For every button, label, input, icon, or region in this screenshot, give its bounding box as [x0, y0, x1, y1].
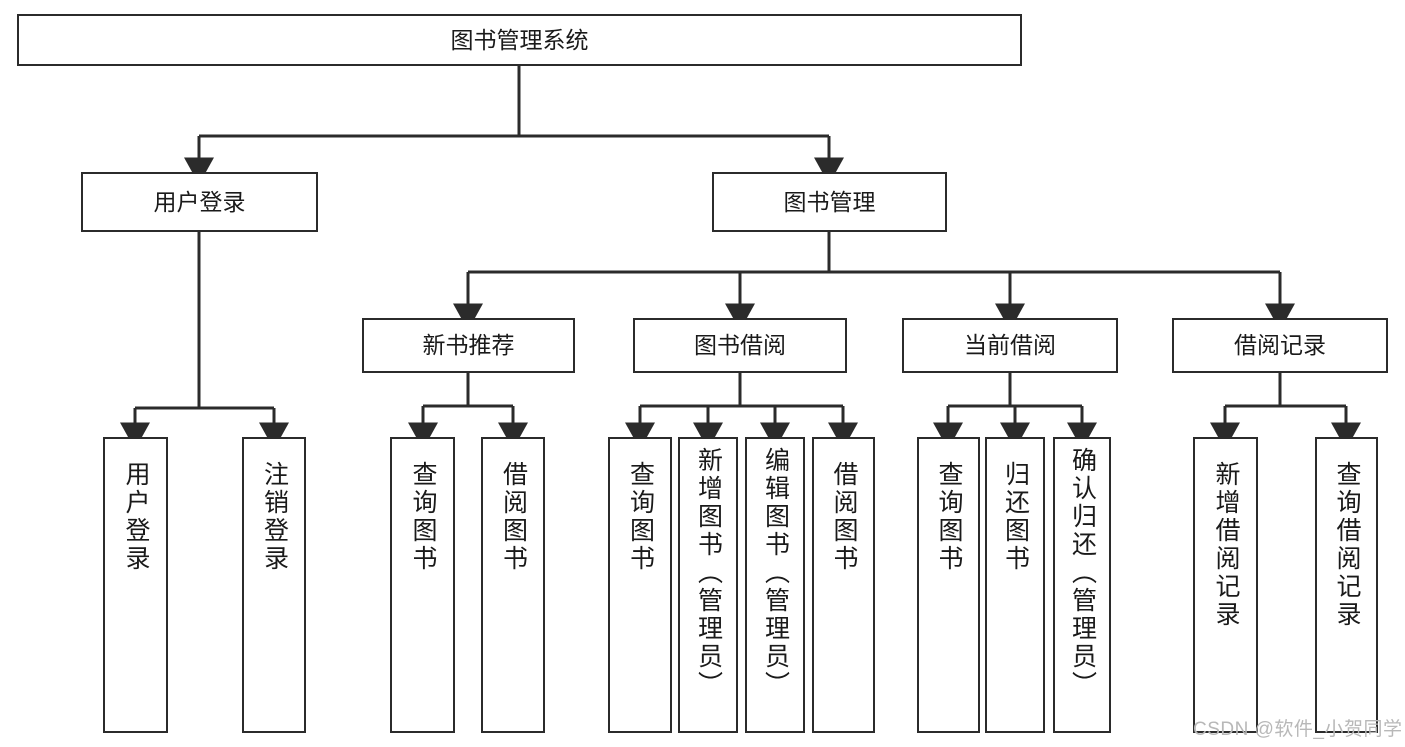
node-current-borrow-label: 当前借阅	[964, 332, 1056, 359]
node-user-login[interactable]: 用户登录	[81, 172, 318, 232]
node-user-login-label: 用户登录	[153, 188, 246, 215]
node-leaf-query-book-3-label: 查询图书	[935, 461, 963, 573]
node-current-borrow[interactable]: 当前借阅	[902, 318, 1118, 373]
node-new-book-recommend-label: 新书推荐	[422, 332, 515, 359]
node-leaf-add-book-label: 新增图书（管理员）	[694, 447, 723, 699]
node-leaf-user-login[interactable]: 用户登录	[103, 437, 168, 733]
csdn-watermark: CSDN @软件_小贺同学	[1193, 719, 1403, 740]
node-leaf-borrow-book-2[interactable]: 借阅图书	[812, 437, 875, 733]
node-leaf-logout[interactable]: 注销登录	[242, 437, 306, 733]
node-leaf-borrow-book-2-label: 借阅图书	[830, 461, 858, 573]
node-leaf-return-book-label: 归还图书	[1001, 461, 1030, 573]
node-leaf-return-book[interactable]: 归还图书	[985, 437, 1045, 733]
node-root-label: 图书管理系统	[450, 26, 589, 53]
node-borrow-record[interactable]: 借阅记录	[1172, 318, 1388, 373]
node-leaf-add-record-label: 新增借阅记录	[1212, 461, 1240, 629]
node-leaf-query-record[interactable]: 查询借阅记录	[1315, 437, 1378, 733]
node-leaf-query-book-3[interactable]: 查询图书	[917, 437, 980, 733]
node-leaf-query-book-2[interactable]: 查询图书	[608, 437, 672, 733]
node-borrow-record-label: 借阅记录	[1234, 332, 1326, 359]
node-leaf-confirm-return-label: 确认归还（管理员）	[1068, 447, 1097, 699]
node-leaf-edit-book[interactable]: 编辑图书（管理员）	[745, 437, 805, 733]
node-leaf-query-book-1-label: 查询图书	[409, 461, 437, 573]
node-leaf-borrow-book-1[interactable]: 借阅图书	[481, 437, 545, 733]
node-book-manage[interactable]: 图书管理	[712, 172, 947, 232]
node-book-borrow[interactable]: 图书借阅	[633, 318, 847, 373]
node-leaf-query-record-label: 查询借阅记录	[1333, 461, 1361, 629]
node-leaf-confirm-return[interactable]: 确认归还（管理员）	[1053, 437, 1111, 733]
node-leaf-query-book-2-label: 查询图书	[626, 461, 655, 573]
node-leaf-add-record[interactable]: 新增借阅记录	[1193, 437, 1258, 733]
node-leaf-borrow-book-1-label: 借阅图书	[499, 461, 528, 573]
node-leaf-add-book[interactable]: 新增图书（管理员）	[678, 437, 738, 733]
node-book-manage-label: 图书管理	[783, 188, 876, 215]
node-leaf-edit-book-label: 编辑图书（管理员）	[761, 447, 790, 699]
node-leaf-query-book-1[interactable]: 查询图书	[390, 437, 455, 733]
node-new-book-recommend[interactable]: 新书推荐	[362, 318, 575, 373]
node-leaf-user-login-label: 用户登录	[122, 461, 150, 573]
node-root[interactable]: 图书管理系统	[17, 14, 1022, 66]
node-leaf-logout-label: 注销登录	[260, 461, 289, 573]
node-book-borrow-label: 图书借阅	[694, 332, 786, 359]
